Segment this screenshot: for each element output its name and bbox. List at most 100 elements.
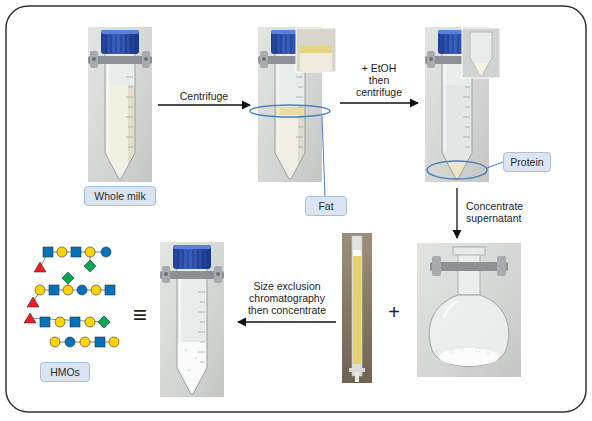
evaporation-flask-photo: [430, 262, 508, 271]
whole-milk-photo: [88, 85, 152, 185]
protein-pellet-photo: [425, 163, 489, 183]
pellet-inset-photo: [470, 32, 492, 75]
box-label: HMOs: [50, 366, 80, 378]
glycan-chain: [70, 317, 80, 327]
glycan-chain: [35, 285, 45, 295]
highlight-ellipse: [427, 161, 487, 179]
glycan-chain: [77, 285, 87, 295]
glycan-chain: [95, 337, 105, 347]
glycan-chain: [34, 247, 111, 272]
glycan-chain: [57, 247, 67, 257]
glycan-chain: [49, 285, 59, 295]
pellet-inset-photo: [462, 28, 500, 78]
glycan-chain: [98, 316, 110, 328]
hmo-powder-photo: [160, 245, 224, 394]
fat-inset-photo: [300, 46, 332, 53]
glycan-chain: [50, 337, 119, 347]
label-box: HMOs: [40, 362, 90, 382]
chromatography-column-photo: [349, 368, 365, 372]
hmo-powder-photo: [188, 369, 190, 371]
hmo-powder-photo: [185, 349, 187, 351]
evaporation-flask-photo: [487, 352, 490, 355]
chromatography-column-photo: [342, 233, 372, 383]
box-label: Protein: [510, 156, 543, 168]
step-label: + EtOH then centrifuge: [352, 62, 406, 98]
evaporation-flask-photo: [476, 348, 480, 352]
fat-separation-photo: [258, 115, 322, 185]
step-label: Concentrate supernatant: [466, 200, 546, 224]
evaporation-flask-photo: [444, 301, 458, 318]
label-box: Whole milk: [84, 186, 156, 206]
chromatography-column-photo: [352, 236, 362, 376]
evaporation-flask-photo: [417, 243, 521, 377]
step-label: Size exclusion chromatography then conce…: [241, 280, 333, 316]
process-arrow: [158, 104, 250, 105]
glycan-chain: [85, 317, 95, 327]
process-arrow: [238, 321, 336, 322]
fat-inset-photo: [296, 28, 336, 72]
evaporation-flask-photo: [432, 256, 441, 276]
glycan-chain: [85, 247, 95, 257]
whole-milk-photo: [88, 30, 152, 179]
protein-pellet-photo: [425, 85, 489, 185]
fat-separation-photo: [258, 107, 322, 115]
glycan-chain: [63, 285, 73, 295]
evaporation-flask-photo: [417, 243, 521, 377]
glycan-chain: [62, 272, 74, 284]
evaporation-flask-photo: [453, 247, 485, 255]
glycan-chain: [27, 272, 115, 307]
evaporation-flask-photo: [497, 256, 506, 276]
hmo-powder-photo: [160, 342, 224, 400]
label-box: Protein: [503, 152, 551, 172]
glycan-chain: [71, 247, 81, 257]
chromatography-column-photo: [355, 372, 359, 382]
glycan-chain: [91, 285, 101, 295]
process-arrow: [456, 188, 457, 238]
chromatography-column-photo: [342, 233, 372, 383]
evaporation-flask-photo: [439, 348, 499, 366]
equivalence-symbol: ≡: [127, 302, 153, 328]
glycan-structures: [24, 247, 119, 347]
glycan-chain: [65, 337, 75, 347]
label-box: Fat: [305, 196, 347, 216]
process-arrow: [340, 102, 418, 103]
leader-line: [322, 116, 325, 196]
highlight-ellipse: [250, 105, 330, 117]
figure-border: [6, 6, 586, 412]
fat-inset-photo: [300, 53, 332, 71]
glycan-chain: [109, 337, 119, 347]
glycan-chain: [34, 262, 46, 272]
leader-line: [487, 162, 503, 168]
evaporation-flask-photo: [461, 348, 464, 351]
evaporation-flask-photo: [450, 350, 454, 354]
hmo-powder-photo: [160, 242, 224, 400]
glycan-chain: [105, 285, 115, 295]
plus-symbol: +: [382, 300, 406, 324]
pellet-inset-photo: [462, 28, 500, 78]
chromatography-column-photo: [353, 250, 361, 256]
glycan-chain: [80, 337, 90, 347]
evaporation-flask-photo: [429, 295, 509, 367]
glycan-chain: [55, 317, 65, 327]
glycan-chain: [27, 297, 39, 307]
pellet-inset-photo: [474, 63, 488, 75]
whole-milk-photo: [88, 27, 152, 185]
glycan-chain: [24, 313, 110, 328]
hmo-powder-photo: [195, 357, 197, 359]
glycan-chain: [84, 260, 96, 272]
glycan-chain: [43, 247, 53, 257]
glycan-chain: [40, 317, 50, 327]
protein-pellet-photo: [425, 85, 489, 185]
fat-inset-photo: [296, 28, 336, 72]
glycan-chain: [101, 247, 111, 257]
box-label: Fat: [318, 200, 333, 212]
box-label: Whole milk: [94, 190, 145, 202]
glycan-chain: [50, 337, 60, 347]
glycan-chain: [24, 313, 36, 323]
step-label: Centrifuge: [168, 90, 240, 102]
chromatography-column-photo: [353, 256, 361, 364]
fat-separation-photo: [258, 107, 322, 185]
